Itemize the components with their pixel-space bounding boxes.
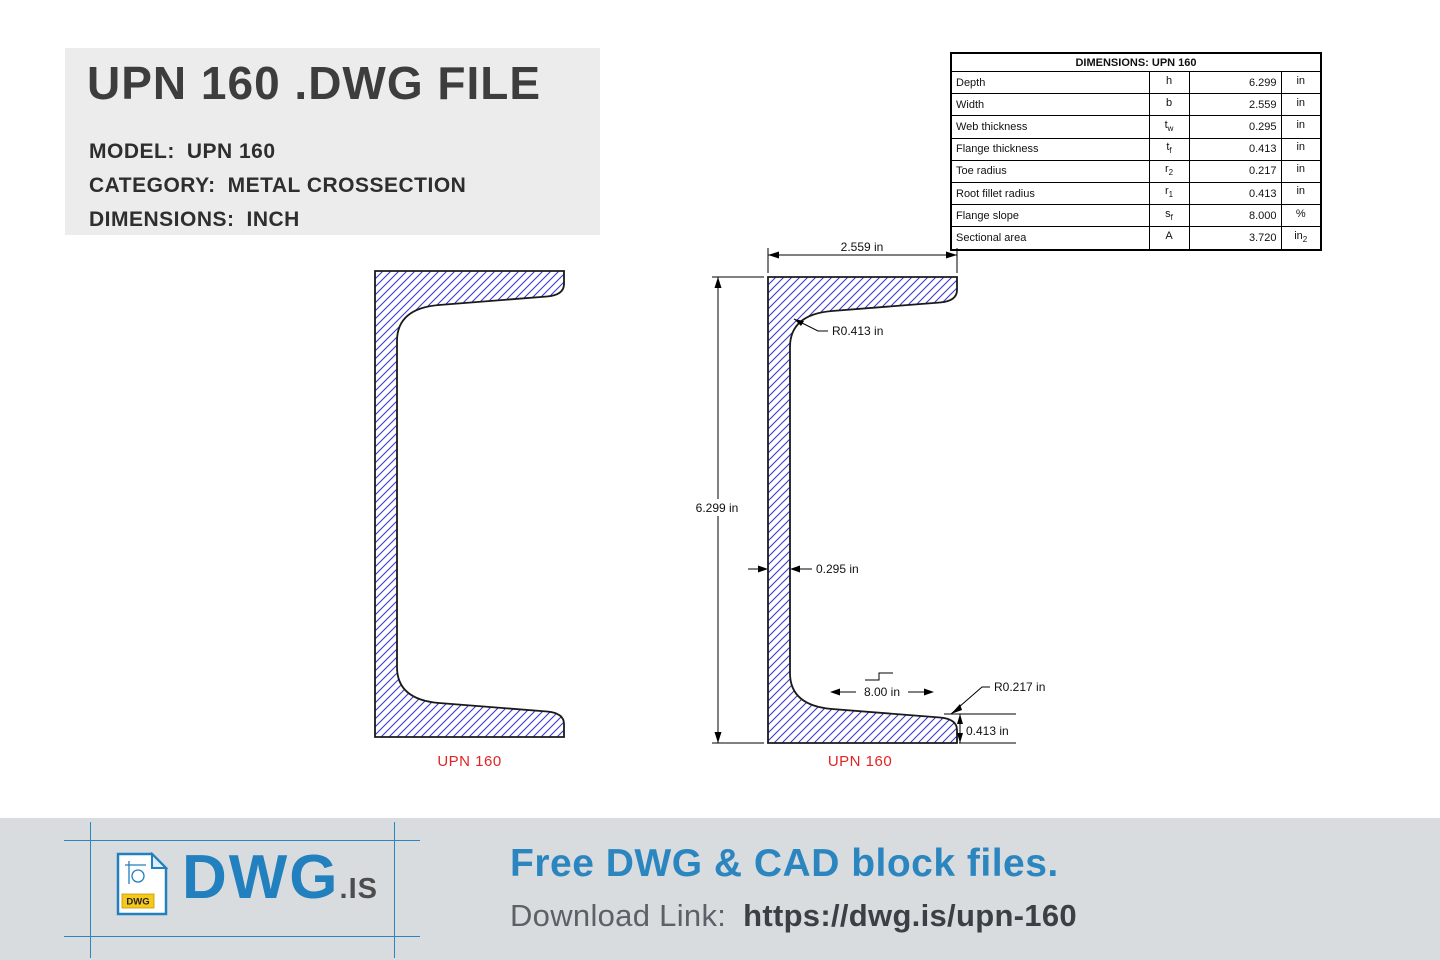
title-panel: UPN 160 .DWG FILE MODEL: UPN 160 CATEGORY… xyxy=(65,48,600,235)
dimensions-label: DIMENSIONS: xyxy=(89,208,235,231)
section-label-left: UPN 160 xyxy=(437,753,502,770)
table-title-row: DIMENSIONS: UPN 160 xyxy=(950,52,1322,72)
download-line: Download Link: https://dwg.is/upn-160 xyxy=(510,898,1077,934)
table-row: Web thickness tw 0.295 in xyxy=(950,115,1322,139)
model-value: UPN 160 xyxy=(186,140,276,163)
channel-section-shape xyxy=(767,276,958,744)
model-row: MODEL: UPN 160 xyxy=(89,140,466,164)
dimensions-row: DIMENSIONS: INCH xyxy=(89,208,466,232)
dim-depth-label: 6.299 in xyxy=(696,501,739,515)
brand-name: DWG xyxy=(182,843,340,912)
brand-logo: DWG.IS xyxy=(182,842,378,913)
category-value: METAL CROSSECTION xyxy=(227,174,467,197)
footer-headline: Free DWG & CAD block files. xyxy=(510,842,1059,885)
dim-root-radius: R0.413 in xyxy=(793,318,883,338)
dim-depth: 6.299 in xyxy=(688,276,764,744)
frame-line-right xyxy=(394,822,395,958)
dim-flange-thickness-label: 0.413 in xyxy=(966,724,1009,738)
channel-section-shape xyxy=(374,270,565,738)
table-row: Flange thickness tf 0.413 in xyxy=(950,137,1322,161)
table-title: DIMENSIONS: UPN 160 xyxy=(950,52,1322,72)
cad-drawing-glyph xyxy=(125,861,146,884)
section-label-right: UPN 160 xyxy=(827,753,893,770)
footer-band: DWG DWG.IS Free DWG & CAD block files. D… xyxy=(0,818,1440,960)
dim-toe-radius-label: R0.217 in xyxy=(994,680,1045,694)
table-row: Depth h 6.299 in xyxy=(950,70,1322,95)
dim-slope-label: 8.00 in xyxy=(864,685,900,699)
channel-drawing-plain xyxy=(374,270,565,738)
page-title: UPN 160 .DWG FILE xyxy=(87,57,542,109)
table-row: Sectional area A 3.720 in2 xyxy=(950,226,1322,250)
dim-width: 2.559 in xyxy=(767,240,958,273)
model-label: MODEL: xyxy=(89,140,175,163)
file-meta: MODEL: UPN 160 CATEGORY: METAL CROSSECTION… xyxy=(89,130,466,232)
dim-flange-thickness: 0.413 in xyxy=(944,713,1016,744)
dim-toe-radius: R0.217 in xyxy=(950,680,1045,715)
dim-web-thickness-label: 0.295 in xyxy=(816,562,859,576)
dim-web-thickness: 0.295 in xyxy=(748,562,859,576)
dimensions-table: DIMENSIONS: UPN 160 Depth h 6.299 in Wid… xyxy=(950,52,1322,251)
download-label: Download Link: xyxy=(510,898,727,933)
table-row: Root fillet radius r1 0.413 in xyxy=(950,181,1322,206)
download-url[interactable]: https://dwg.is/upn-160 xyxy=(743,898,1077,933)
table-row: Width b 2.559 in xyxy=(950,93,1322,117)
dwg-file-icon: DWG xyxy=(116,852,168,916)
category-label: CATEGORY: xyxy=(89,174,216,197)
frame-line-left xyxy=(90,822,91,958)
table-row: Flange slope sf 8.000 % xyxy=(950,204,1322,228)
dimensions-value: INCH xyxy=(246,208,300,231)
dim-width-label: 2.559 in xyxy=(841,240,884,254)
channel-drawing-dimensioned: 2.559 in R0.413 in 6.299 in 0.295 in 8.0… xyxy=(688,240,1045,744)
table-row: Toe radius r2 0.217 in xyxy=(950,159,1322,183)
dim-root-radius-label: R0.413 in xyxy=(832,324,883,338)
brand-tld: .IS xyxy=(339,873,378,905)
category-row: CATEGORY: METAL CROSSECTION xyxy=(89,174,466,198)
dim-slope: 8.00 in xyxy=(830,672,934,699)
file-icon-label: DWG xyxy=(126,897,149,908)
frame-line-bottom xyxy=(64,936,420,937)
frame-line-top xyxy=(64,840,420,841)
